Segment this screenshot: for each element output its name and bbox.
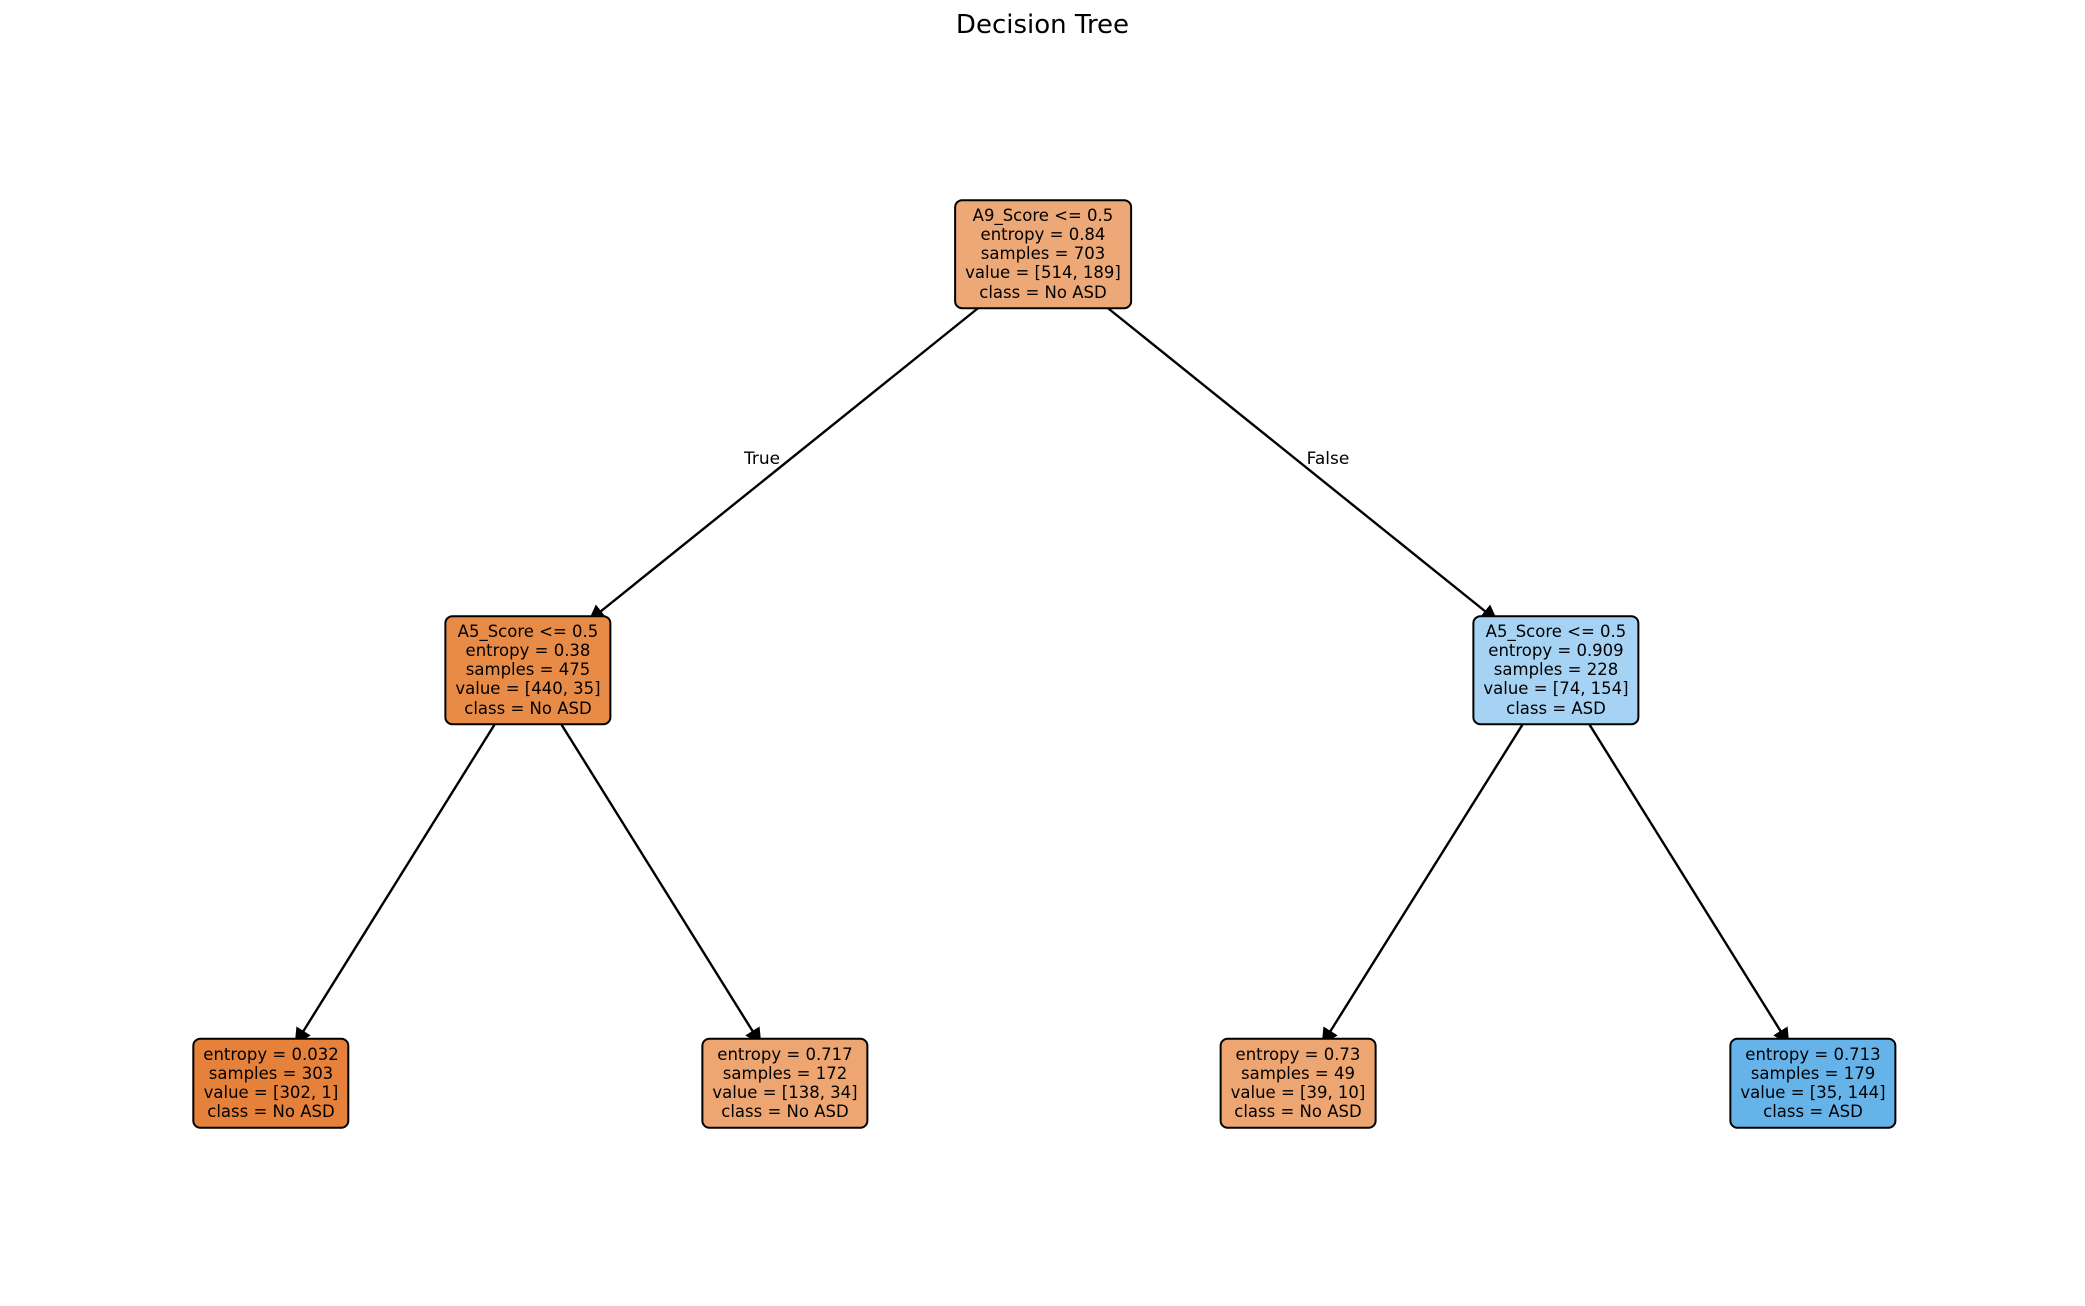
edge-root-to-right [1103,304,1498,622]
node-class: class = No ASD [207,1102,335,1122]
node-class: class = ASD [1763,1102,1863,1122]
node-entropy: entropy = 0.84 [980,225,1106,245]
edge-root-to-left [588,304,983,622]
node-class: class = No ASD [464,698,592,718]
node-samples: samples = 303 [208,1063,334,1083]
node-entropy: entropy = 0.38 [465,641,591,661]
node-entropy: entropy = 0.73 [1235,1044,1361,1064]
tree-node-internal-right: A5_Score <= 0.5 entropy = 0.909 samples … [1472,615,1640,725]
plot-title: Decision Tree [955,10,1130,40]
node-class: class = No ASD [721,1102,849,1122]
edge-left-to-leaf2 [556,718,762,1046]
node-value: value = [39, 10] [1230,1083,1366,1102]
node-entropy: entropy = 0.032 [203,1044,339,1064]
tree-node-internal-left: A5_Score <= 0.5 entropy = 0.38 samples =… [444,615,612,725]
node-samples: samples = 49 [1241,1063,1355,1083]
node-split-rule: A5_Score <= 0.5 [457,622,599,642]
node-class: class = ASD [1506,698,1606,718]
tree-node-root: A9_Score <= 0.5 entropy = 0.84 samples =… [954,199,1132,309]
node-samples: samples = 228 [1493,660,1619,680]
node-value: value = [74, 154] [1483,679,1629,699]
node-split-rule: A5_Score <= 0.5 [1485,622,1627,642]
tree-node-leaf-2: entropy = 0.717 samples = 172 value = [1… [701,1037,869,1129]
node-value: value = [302, 1] [203,1083,339,1102]
node-class: class = No ASD [1234,1102,1362,1122]
edge-label-true: True [743,449,781,469]
node-split-rule: A9_Score <= 0.5 [972,206,1114,226]
tree-node-leaf-3: entropy = 0.73 samples = 49 value = [39,… [1219,1037,1377,1129]
node-samples: samples = 475 [465,660,591,680]
edge-left-to-leaf1 [294,718,500,1046]
node-class: class = No ASD [979,282,1107,302]
node-samples: samples = 703 [980,244,1106,264]
edge-right-to-leaf3 [1321,718,1528,1046]
node-entropy: entropy = 0.713 [1745,1044,1881,1064]
node-samples: samples = 179 [1750,1063,1876,1083]
node-value: value = [514, 189] [965,263,1121,283]
edge-label-false: False [1306,449,1350,469]
edge-right-to-leaf4 [1584,718,1790,1046]
node-samples: samples = 172 [722,1063,848,1083]
tree-node-leaf-4: entropy = 0.713 samples = 179 value = [3… [1729,1037,1897,1129]
node-entropy: entropy = 0.909 [1488,641,1624,661]
node-value: value = [440, 35] [455,679,601,699]
tree-node-leaf-1: entropy = 0.032 samples = 303 value = [3… [192,1037,350,1129]
node-value: value = [138, 34] [712,1083,858,1102]
node-value: value = [35, 144] [1740,1083,1886,1102]
node-entropy: entropy = 0.717 [717,1044,853,1064]
